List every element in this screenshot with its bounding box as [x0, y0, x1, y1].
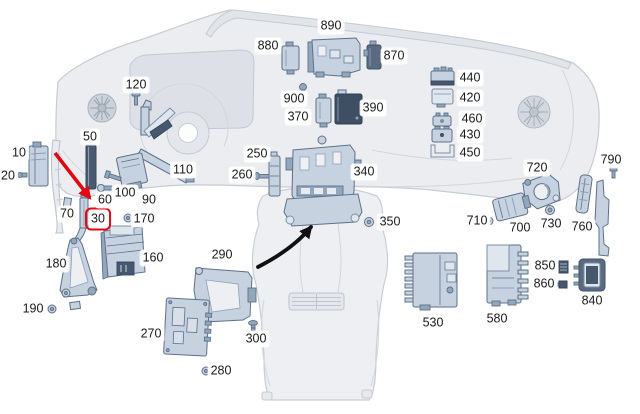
- part-60-graphic: [97, 184, 113, 192]
- part-450-graphic: [430, 144, 455, 158]
- callout-720[interactable]: 720: [524, 160, 550, 176]
- callout-160[interactable]: 160: [140, 250, 166, 266]
- callout-450[interactable]: 450: [457, 145, 483, 161]
- part-760-graphic: [575, 174, 593, 214]
- callout-840[interactable]: 840: [579, 293, 605, 309]
- callout-90[interactable]: 90: [140, 192, 158, 208]
- callout-180[interactable]: 180: [43, 256, 69, 272]
- callout-890[interactable]: 890: [318, 18, 344, 34]
- part-880-graphic: [281, 41, 300, 75]
- part-790-graphic: [594, 167, 618, 257]
- callout-120[interactable]: 120: [123, 77, 149, 93]
- callout-370[interactable]: 370: [285, 109, 311, 125]
- callout-340[interactable]: 340: [351, 164, 377, 180]
- cluster-hood: [129, 49, 255, 131]
- callout-290[interactable]: 290: [209, 247, 235, 263]
- defroster-strip: [205, 9, 572, 70]
- part-460-graphic: [432, 112, 452, 127]
- callout-350[interactable]: 350: [377, 214, 403, 230]
- part-580-graphic: [486, 244, 529, 307]
- callout-420[interactable]: 420: [457, 90, 483, 106]
- part-730-graphic: [545, 194, 560, 215]
- part-530-graphic: [404, 252, 458, 311]
- callout-20[interactable]: 20: [0, 168, 17, 184]
- part-890-graphic: [307, 37, 361, 78]
- black-arrow: [256, 225, 313, 269]
- callout-50[interactable]: 50: [81, 129, 99, 145]
- callout-730[interactable]: 730: [538, 216, 564, 232]
- callout-280[interactable]: 280: [208, 363, 234, 379]
- callout-70[interactable]: 70: [58, 206, 76, 222]
- callout-10[interactable]: 10: [10, 145, 28, 161]
- part-340-graphic: [283, 135, 363, 227]
- callout-100[interactable]: 100: [112, 185, 138, 201]
- callout-700[interactable]: 700: [507, 220, 533, 236]
- part-20-graphic: [17, 172, 28, 178]
- part-840-graphic: [573, 258, 606, 292]
- callout-580[interactable]: 580: [484, 311, 510, 327]
- callout-270[interactable]: 270: [138, 326, 164, 342]
- left-speaker-vent: [87, 93, 117, 123]
- part-180-graphic: [59, 237, 98, 311]
- callout-390[interactable]: 390: [360, 100, 386, 116]
- callout-110[interactable]: 110: [171, 162, 195, 178]
- callout-170[interactable]: 170: [131, 211, 157, 227]
- console-vent-grille: [288, 292, 345, 311]
- part-100-graphic: [103, 170, 122, 182]
- callout-530[interactable]: 530: [420, 315, 446, 331]
- callout-850[interactable]: 850: [532, 258, 558, 274]
- part-870-graphic: [363, 40, 385, 70]
- part-260-graphic: [254, 172, 270, 180]
- part-850-graphic: [558, 260, 569, 274]
- callout-250[interactable]: 250: [244, 146, 270, 162]
- part-700-graphic: [492, 192, 532, 222]
- part-120-graphic: [131, 91, 141, 106]
- part-160-graphic: [100, 225, 146, 280]
- part-10-graphic: [28, 141, 49, 187]
- callout-190[interactable]: 190: [20, 301, 46, 317]
- part-350-graphic: [364, 217, 374, 227]
- callout-460[interactable]: 460: [459, 111, 485, 127]
- callout-900[interactable]: 900: [281, 91, 307, 107]
- callout-860[interactable]: 860: [531, 276, 557, 292]
- callout-60[interactable]: 60: [96, 192, 114, 208]
- callout-710[interactable]: 710: [464, 213, 490, 229]
- part-420-graphic: [431, 88, 454, 108]
- callout-260[interactable]: 260: [229, 167, 255, 183]
- part-440-graphic: [430, 66, 455, 86]
- callout-790[interactable]: 790: [598, 152, 624, 168]
- right-speaker-vent: [517, 95, 551, 129]
- callout-30[interactable]: 30: [85, 207, 111, 231]
- callout-430[interactable]: 430: [457, 127, 483, 143]
- part-300-graphic: [248, 320, 258, 335]
- part-250-graphic: [268, 151, 281, 197]
- callout-880[interactable]: 880: [255, 38, 281, 54]
- part-370-graphic: [315, 93, 332, 128]
- steering-column-boss: [139, 83, 229, 159]
- callout-760[interactable]: 760: [569, 219, 595, 235]
- part-430-graphic: [431, 126, 453, 143]
- part-190-graphic: [47, 304, 57, 314]
- callout-870[interactable]: 870: [381, 48, 407, 64]
- callout-440[interactable]: 440: [457, 70, 483, 86]
- callout-300[interactable]: 300: [243, 331, 269, 347]
- red-arrow: [53, 151, 92, 200]
- part-270-graphic: [163, 297, 213, 357]
